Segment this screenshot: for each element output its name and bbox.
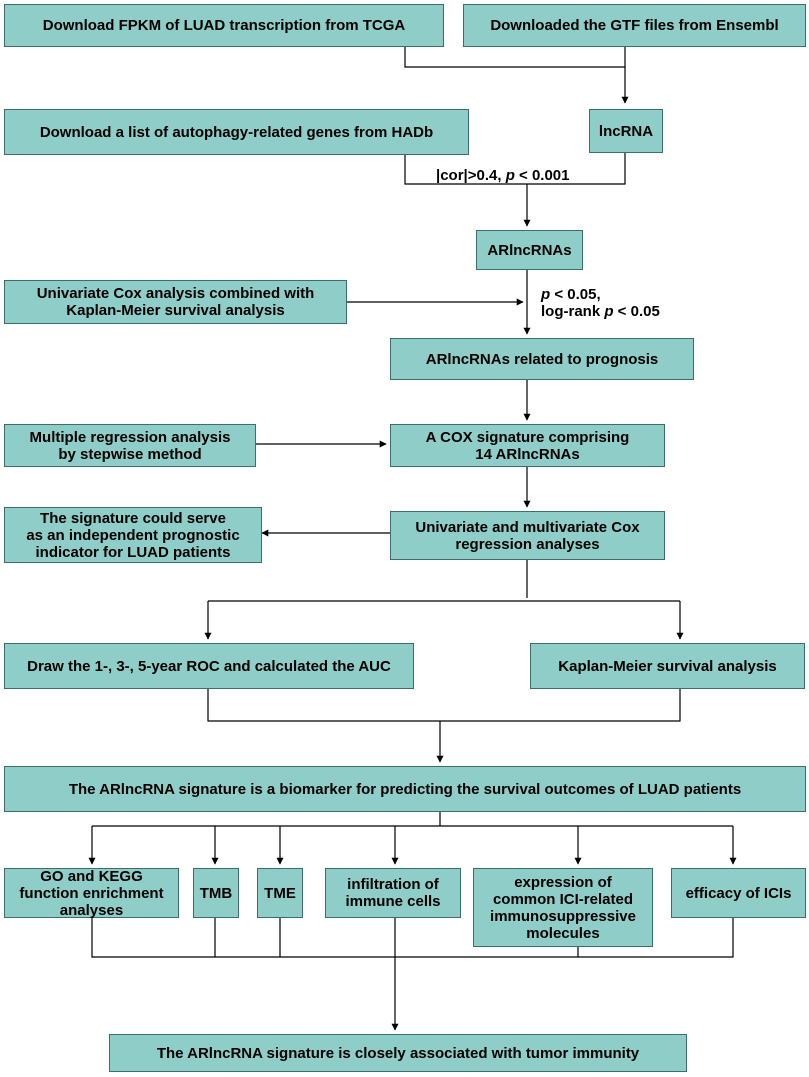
box-download-fpkm: Download FPKM of LUAD transcription from…	[4, 4, 444, 47]
box-download-gtf: Downloaded the GTF files from Ensembl	[463, 4, 806, 47]
box-multiple-regression: Multiple regression analysis by stepwise…	[4, 424, 256, 467]
box-uni-multi-cox: Univariate and multivariate Cox regressi…	[390, 511, 665, 560]
label-logrank: log-rank p < 0.05	[541, 303, 660, 320]
box-biomarker: The ARlncRNA signature is a biomarker fo…	[4, 766, 806, 812]
connector-top-merge	[404, 47, 626, 68]
box-independent-indicator: The signature could serve as an independ…	[4, 507, 262, 563]
box-immune-infiltration: infiltration of immune cells	[325, 868, 461, 918]
box-ici-molecules: expression of common ICI-related immunos…	[473, 868, 653, 947]
box-km-survival: Kaplan-Meier survival analysis	[530, 643, 805, 689]
connector-biomarker-merge	[207, 689, 681, 722]
box-tme: TME	[257, 868, 303, 918]
connector-immunity-merge	[91, 918, 734, 958]
box-download-hadb: Download a list of autophagy-related gen…	[4, 109, 469, 155]
box-arlncrnas-prognosis: ARlncRNAs related to prognosis	[390, 338, 694, 380]
box-arlncrnas: ARlncRNAs	[476, 230, 583, 270]
box-ici-efficacy: efficacy of ICIs	[671, 868, 806, 918]
box-lncrna: lncRNA	[589, 109, 663, 153]
label-correlation: |cor|>0.4, p < 0.001	[436, 167, 570, 184]
box-tumor-immunity: The ARlncRNA signature is closely associ…	[109, 1034, 687, 1072]
box-tmb: TMB	[193, 868, 239, 918]
label-pvalue: p < 0.05,	[541, 286, 601, 303]
box-cox-signature: A COX signature comprising 14 ARlncRNAs	[390, 424, 665, 467]
connector-mid-merge	[404, 153, 626, 185]
box-roc-auc: Draw the 1-, 3-, 5-year ROC and calculat…	[4, 643, 414, 689]
box-univariate-cox: Univariate Cox analysis combined with Ka…	[4, 280, 347, 324]
box-go-kegg: GO and KEGG function enrichment analyses	[4, 868, 179, 919]
